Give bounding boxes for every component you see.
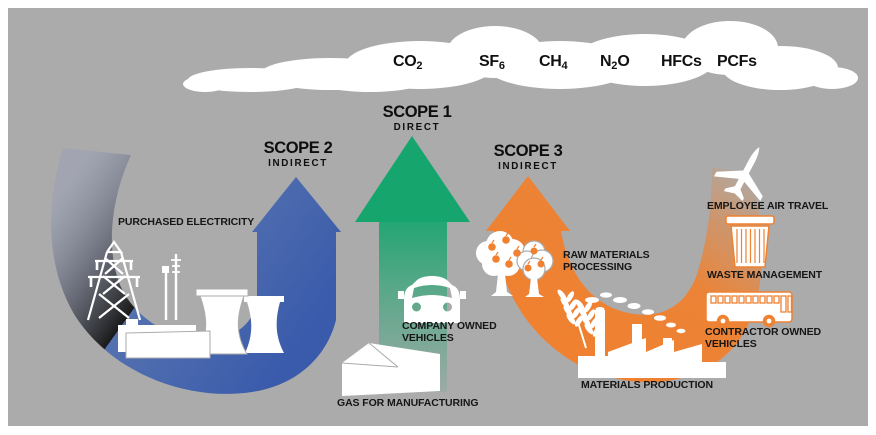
scope-3-arrow [486,168,762,383]
transmission-tower-icon [86,240,142,321]
airplane-icon [713,146,763,202]
warehouse-icon [341,342,440,396]
orchard-trees-icon [476,231,554,297]
car-icon [398,276,466,323]
trash-can-icon [725,215,775,268]
power-station-icon [118,254,284,359]
emissions-cloud [183,21,858,92]
bus-icon [705,291,793,328]
factory-icon [578,292,726,378]
